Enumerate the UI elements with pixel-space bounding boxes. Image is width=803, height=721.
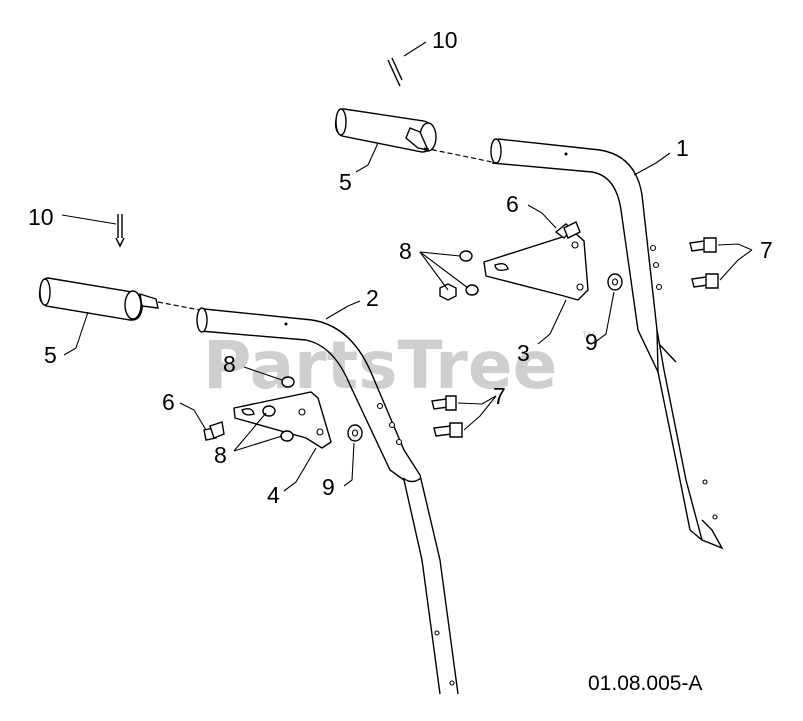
callout-7-left[interactable]: 7 [493, 383, 506, 409]
part-7-bolts-right[interactable] [689, 237, 719, 289]
callout-5-lower[interactable]: 5 [44, 342, 57, 368]
callout-6-right[interactable]: 6 [506, 191, 519, 217]
callout-5-upper[interactable]: 5 [339, 169, 352, 195]
part-8-nuts-right[interactable] [439, 250, 479, 301]
callout-8-right[interactable]: 8 [399, 238, 412, 264]
callout-8-left-lower[interactable]: 8 [214, 442, 227, 468]
part-10-pin-upper[interactable] [387, 57, 403, 87]
part-4-bracket-left[interactable] [233, 391, 332, 449]
callout-labels: 1 2 3 4 5 5 6 6 7 7 8 8 8 9 9 10 10 [28, 27, 773, 508]
part-2-upper-handle-left[interactable] [196, 307, 459, 695]
callout-9-right[interactable]: 9 [585, 329, 598, 355]
part-5-grip-upper[interactable] [334, 108, 493, 163]
callout-9-left[interactable]: 9 [322, 474, 335, 500]
watermark-trademark: TM [581, 331, 595, 341]
callout-10-lower[interactable]: 10 [28, 204, 54, 230]
callout-2[interactable]: 2 [366, 285, 379, 311]
diagram-code: 01.08.005-A [588, 672, 702, 695]
callout-3[interactable]: 3 [517, 340, 530, 366]
callout-6-left[interactable]: 6 [162, 389, 175, 415]
callout-1[interactable]: 1 [676, 135, 689, 161]
callout-10-upper[interactable]: 10 [432, 27, 458, 53]
callout-4[interactable]: 4 [267, 482, 280, 508]
part-5-grip-lower[interactable] [38, 277, 201, 321]
watermark-text: PartsTree [203, 327, 557, 404]
part-7-bolts-left[interactable] [431, 395, 463, 438]
callout-8-left-upper[interactable]: 8 [223, 351, 236, 377]
part-1-upper-handle-right[interactable] [490, 138, 724, 550]
part-9-washer-right[interactable] [607, 273, 623, 291]
leader-lines [61, 41, 753, 492]
callout-7-right[interactable]: 7 [760, 237, 773, 263]
part-6-bolt-left[interactable] [203, 421, 225, 441]
part-9-washer-left[interactable] [347, 424, 363, 442]
part-6-bolt-right[interactable] [554, 221, 581, 239]
part-10-pin-lower[interactable] [115, 214, 125, 248]
part-3-bracket-right[interactable] [483, 232, 589, 301]
